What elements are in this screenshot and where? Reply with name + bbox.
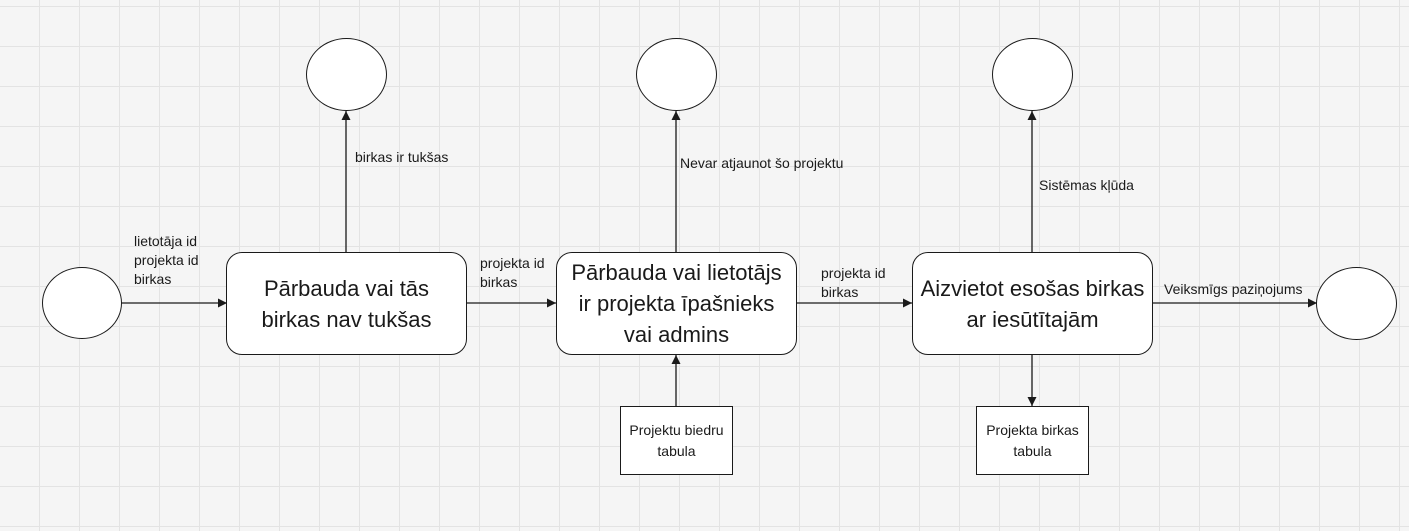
store-project-members-table: Projektu biedru tabula — [620, 406, 733, 475]
flow-label-system-error: Sistēmas kļūda — [1039, 177, 1134, 193]
process-check-tags-not-empty: Pārbauda vai tās birkas nav tukšas — [226, 252, 467, 355]
start-terminal — [42, 267, 122, 339]
success-terminal — [1316, 267, 1397, 340]
empty-tags-terminal — [306, 38, 387, 111]
store-project-members-table-label: Projektu biedru tabula — [629, 421, 724, 459]
process-check-tags-not-empty-label: Pārbauda vai tās birkas nav tukšas — [261, 275, 432, 332]
flow-label-input: lietotāja id projekta id birkas — [134, 233, 199, 287]
flow-label-empty-tags: birkas ir tukšas — [355, 149, 449, 165]
flow-label-to-owner-check: projekta id birkas — [480, 255, 545, 290]
store-project-tags-table-label: Projekta birkas tabula — [986, 421, 1079, 459]
process-replace-tags: Aizvietot esošas birkas ar iesūtītajām — [912, 252, 1153, 355]
flow-label-success: Veiksmīgs paziņojums — [1164, 281, 1303, 297]
process-check-owner-or-admin: Pārbauda vai lietotājs ir projekta īpašn… — [556, 252, 797, 355]
store-project-tags-table: Projekta birkas tabula — [976, 406, 1089, 475]
system-error-terminal — [992, 38, 1073, 111]
process-replace-tags-label: Aizvietot esošas birkas ar iesūtītajām — [920, 275, 1145, 332]
process-check-owner-or-admin-label: Pārbauda vai lietotājs ir projekta īpašn… — [571, 260, 782, 347]
flow-label-to-replace: projekta id birkas — [821, 265, 886, 300]
flow-label-cannot-update: Nevar atjaunot šo projektu — [680, 155, 844, 171]
cannot-update-terminal — [636, 38, 717, 111]
